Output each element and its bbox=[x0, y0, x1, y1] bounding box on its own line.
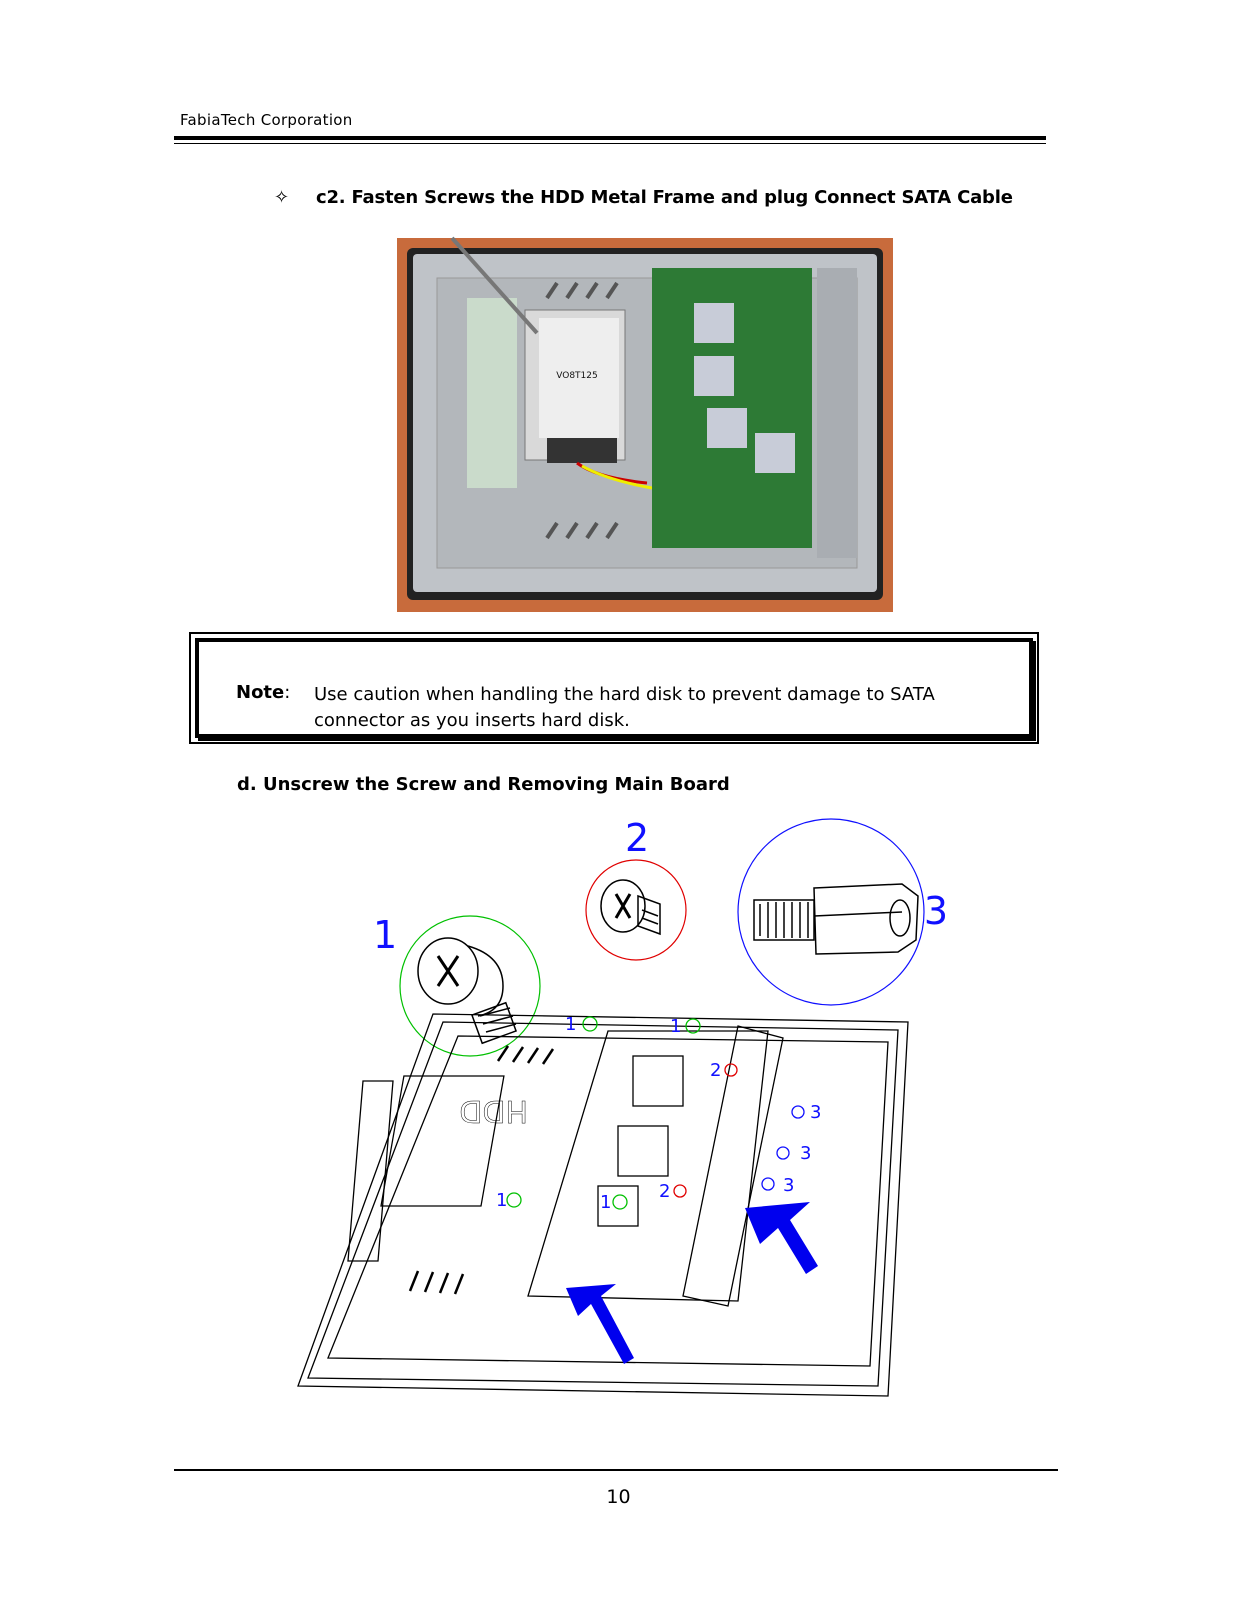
flat-head-screw-icon bbox=[600, 879, 661, 936]
pan-head-screw-icon bbox=[417, 937, 518, 1045]
screw-2-marker-icon bbox=[724, 1063, 738, 1077]
screw-2-callout-circle bbox=[585, 859, 687, 961]
panel-chassis: HDD bbox=[297, 1013, 909, 1397]
marker-3-label: 3 bbox=[800, 1143, 811, 1164]
screw-1-marker-icon bbox=[612, 1194, 628, 1210]
step-c2-title: c2. Fasten Screws the HDD Metal Frame an… bbox=[316, 187, 1013, 208]
marker-1-label: 1 bbox=[600, 1192, 611, 1213]
step-d-heading: d. Unscrew the Screw and Removing Main B… bbox=[237, 774, 730, 795]
screw-1-callout-circle bbox=[399, 915, 541, 1057]
hdd-text: HDD bbox=[459, 1093, 528, 1128]
marker-2-label: 2 bbox=[710, 1060, 721, 1081]
marker-3-label: 3 bbox=[783, 1175, 794, 1196]
header-rule-thin bbox=[174, 143, 1046, 144]
standoff-3-marker-icon bbox=[791, 1105, 805, 1119]
screw-1-marker-icon bbox=[685, 1018, 701, 1034]
hdd-install-photo: VO8T125 bbox=[397, 236, 893, 612]
hdd-label-text: VO8T125 bbox=[556, 371, 597, 381]
main-board-removal-diagram: 1 2 3 HDD bbox=[297, 816, 948, 1397]
callout-1-label: 1 bbox=[373, 913, 397, 957]
marker-1-label: 1 bbox=[496, 1190, 507, 1211]
screw-2-marker-icon bbox=[673, 1184, 687, 1198]
footer-rule bbox=[174, 1469, 1058, 1471]
step-c2-heading: ✧ c2. Fasten Screws the HDD Metal Frame … bbox=[274, 187, 1013, 208]
callout-3-label: 3 bbox=[924, 889, 948, 933]
note-label: Note: bbox=[236, 682, 291, 703]
screw-1-marker-icon bbox=[506, 1192, 522, 1208]
marker-3-label: 3 bbox=[810, 1102, 821, 1123]
marker-1-label: 1 bbox=[670, 1016, 681, 1037]
callout-2-label: 2 bbox=[625, 816, 649, 860]
note-text: Use caution when handling the hard disk … bbox=[314, 684, 935, 731]
page-number: 10 bbox=[606, 1486, 631, 1508]
arrow-up-left-icon bbox=[566, 1284, 634, 1364]
note-box: Note: Use caution when handling the hard… bbox=[189, 632, 1039, 744]
diamond-bullet-icon: ✧ bbox=[274, 187, 290, 208]
arrow-up-left-icon bbox=[745, 1202, 818, 1274]
hex-standoff-icon bbox=[753, 883, 919, 955]
standoff-3-marker-icon bbox=[761, 1177, 775, 1191]
standoff-3-marker-icon bbox=[776, 1146, 790, 1160]
marker-1-label: 1 bbox=[565, 1014, 576, 1035]
screw-1-marker-icon bbox=[582, 1016, 598, 1032]
header-company: FabiaTech Corporation bbox=[180, 111, 353, 129]
header-rule bbox=[174, 136, 1046, 140]
marker-2-label: 2 bbox=[659, 1181, 670, 1202]
standoff-3-callout-circle bbox=[737, 818, 925, 1006]
